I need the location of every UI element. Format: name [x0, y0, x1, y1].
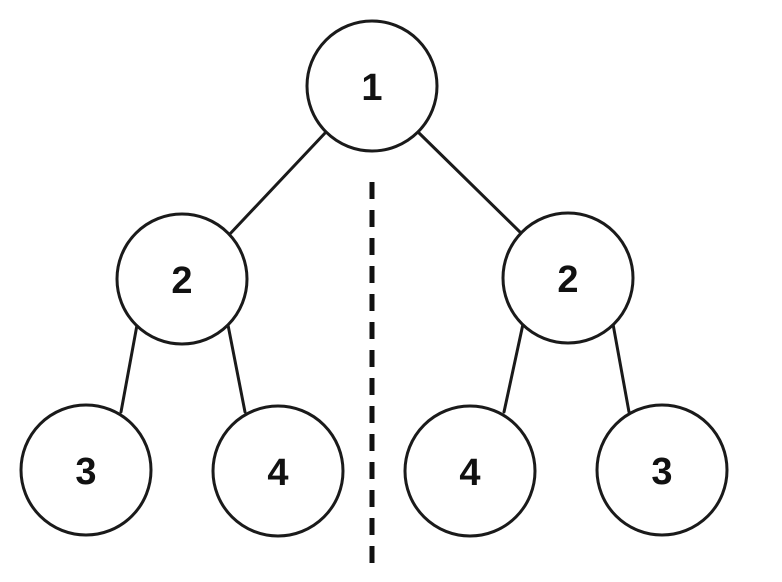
node-left-leaf-4[interactable]: 4	[211, 404, 345, 538]
node-group: 1 2 2 3 4 4	[19, 19, 729, 538]
node-left-leaf-3[interactable]: 3	[19, 403, 153, 537]
node-left-2-label: 2	[171, 260, 192, 302]
edge-right-2-to-leaf-4	[502, 322, 525, 414]
node-right-2-label: 2	[557, 259, 578, 301]
node-left-leaf-3-label: 3	[75, 451, 96, 493]
node-left-leaf-4-label: 4	[267, 452, 288, 494]
node-left-leaf-4-circle[interactable]	[211, 404, 345, 538]
node-root-circle[interactable]	[305, 19, 439, 153]
node-left-leaf-3-circle[interactable]	[19, 403, 153, 537]
node-left-2[interactable]: 2	[115, 212, 249, 346]
node-right-leaf-4[interactable]: 4	[403, 404, 537, 538]
edge-left-2-to-leaf-3	[119, 323, 139, 414]
node-right-leaf-3-label: 3	[651, 451, 672, 493]
edge-root-to-left-2	[226, 130, 328, 238]
node-right-2-circle[interactable]	[501, 211, 635, 345]
edge-group	[119, 130, 631, 414]
node-root-label: 1	[361, 67, 382, 109]
node-right-leaf-4-label: 4	[459, 452, 480, 494]
node-root[interactable]: 1	[305, 19, 439, 153]
node-left-2-circle[interactable]	[115, 212, 249, 346]
node-right-2[interactable]: 2	[501, 211, 635, 345]
edge-right-2-to-leaf-3	[611, 322, 631, 414]
edge-left-2-to-leaf-4	[226, 323, 247, 414]
node-right-leaf-3[interactable]: 3	[595, 403, 729, 537]
edge-root-to-right-2	[416, 130, 525, 237]
node-right-leaf-3-circle[interactable]	[595, 403, 729, 537]
node-right-leaf-4-circle[interactable]	[403, 404, 537, 538]
